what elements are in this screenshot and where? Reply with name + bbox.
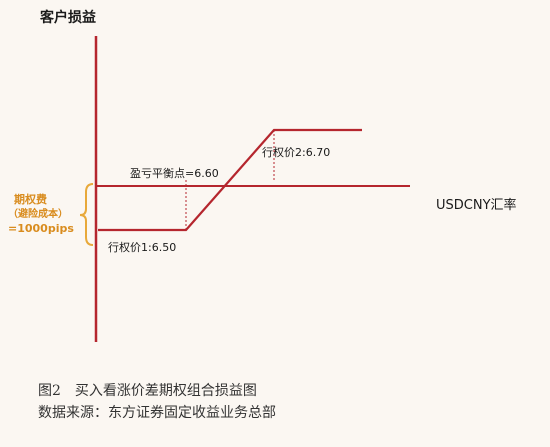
breakeven-label: 盈亏平衡点=6.60: [130, 167, 219, 180]
premium-label-line-3: =1000pips: [8, 222, 74, 235]
source-caption: 数据来源：东方证券固定收益业务总部: [38, 405, 276, 421]
figure-caption: 图2 买入看涨价差期权组合损益图: [38, 383, 257, 399]
strike2-label: 行权价2:6.70: [262, 146, 330, 159]
y-axis-label: 客户损益: [39, 9, 96, 26]
premium-brace: [79, 183, 94, 246]
payoff-series-line: [98, 128, 362, 232]
x-axis-label: USDCNY汇率: [436, 197, 517, 213]
premium-label-line-2: （避险成本）: [8, 207, 68, 220]
strike1-label: 行权价1:6.50: [108, 241, 176, 254]
premium-label-line-1: 期权费: [14, 192, 47, 206]
